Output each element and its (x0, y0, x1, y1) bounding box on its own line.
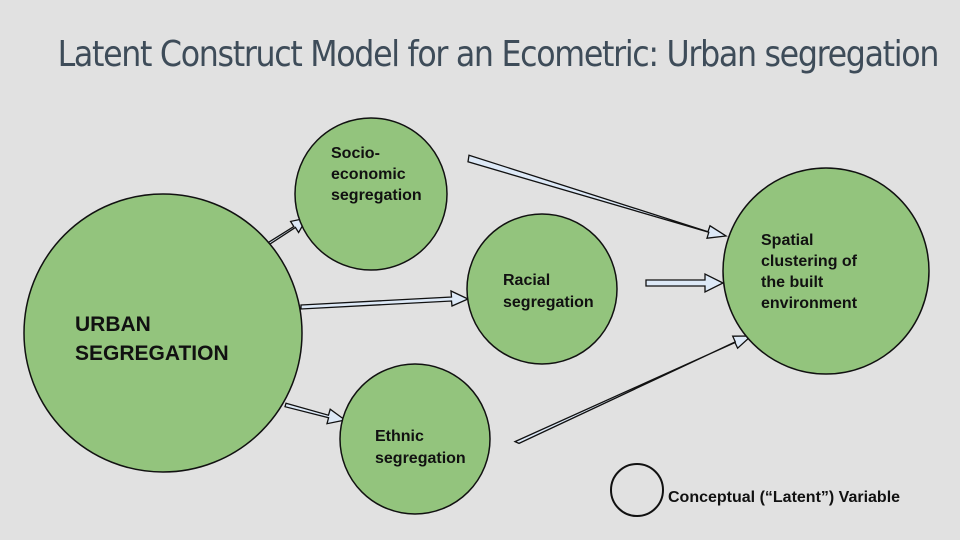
legend-label: Conceptual (“Latent”) Variable (668, 489, 901, 506)
node-label-socio: Socio- economic segregation (331, 145, 422, 204)
arrow-urban-to-ethnic (284, 402, 347, 425)
arrow-urban-to-racial (300, 289, 470, 310)
arrow-racial-to-spatial (645, 272, 725, 294)
arrow-socio-to-spatial (467, 154, 728, 239)
node-ethnic-segregation (339, 363, 491, 515)
node-label-spatial: Spatial clustering of the built environm… (761, 232, 858, 312)
node-spatial-clustering (722, 167, 930, 375)
node-urban-segregation (23, 193, 303, 473)
node-label-ethnic: Ethnic segregation (375, 428, 466, 467)
legend-circle-icon (610, 463, 664, 517)
arrow-ethnic-to-spatial (513, 335, 753, 445)
node-label-urban: URBAN SEGREGATION (75, 313, 229, 365)
node-socioeconomic-segregation (294, 117, 448, 271)
node-racial-segregation (466, 213, 618, 365)
page-title: Latent Construct Model for an Ecometric:… (57, 34, 940, 75)
node-label-racial: Racial segregation (503, 272, 594, 311)
